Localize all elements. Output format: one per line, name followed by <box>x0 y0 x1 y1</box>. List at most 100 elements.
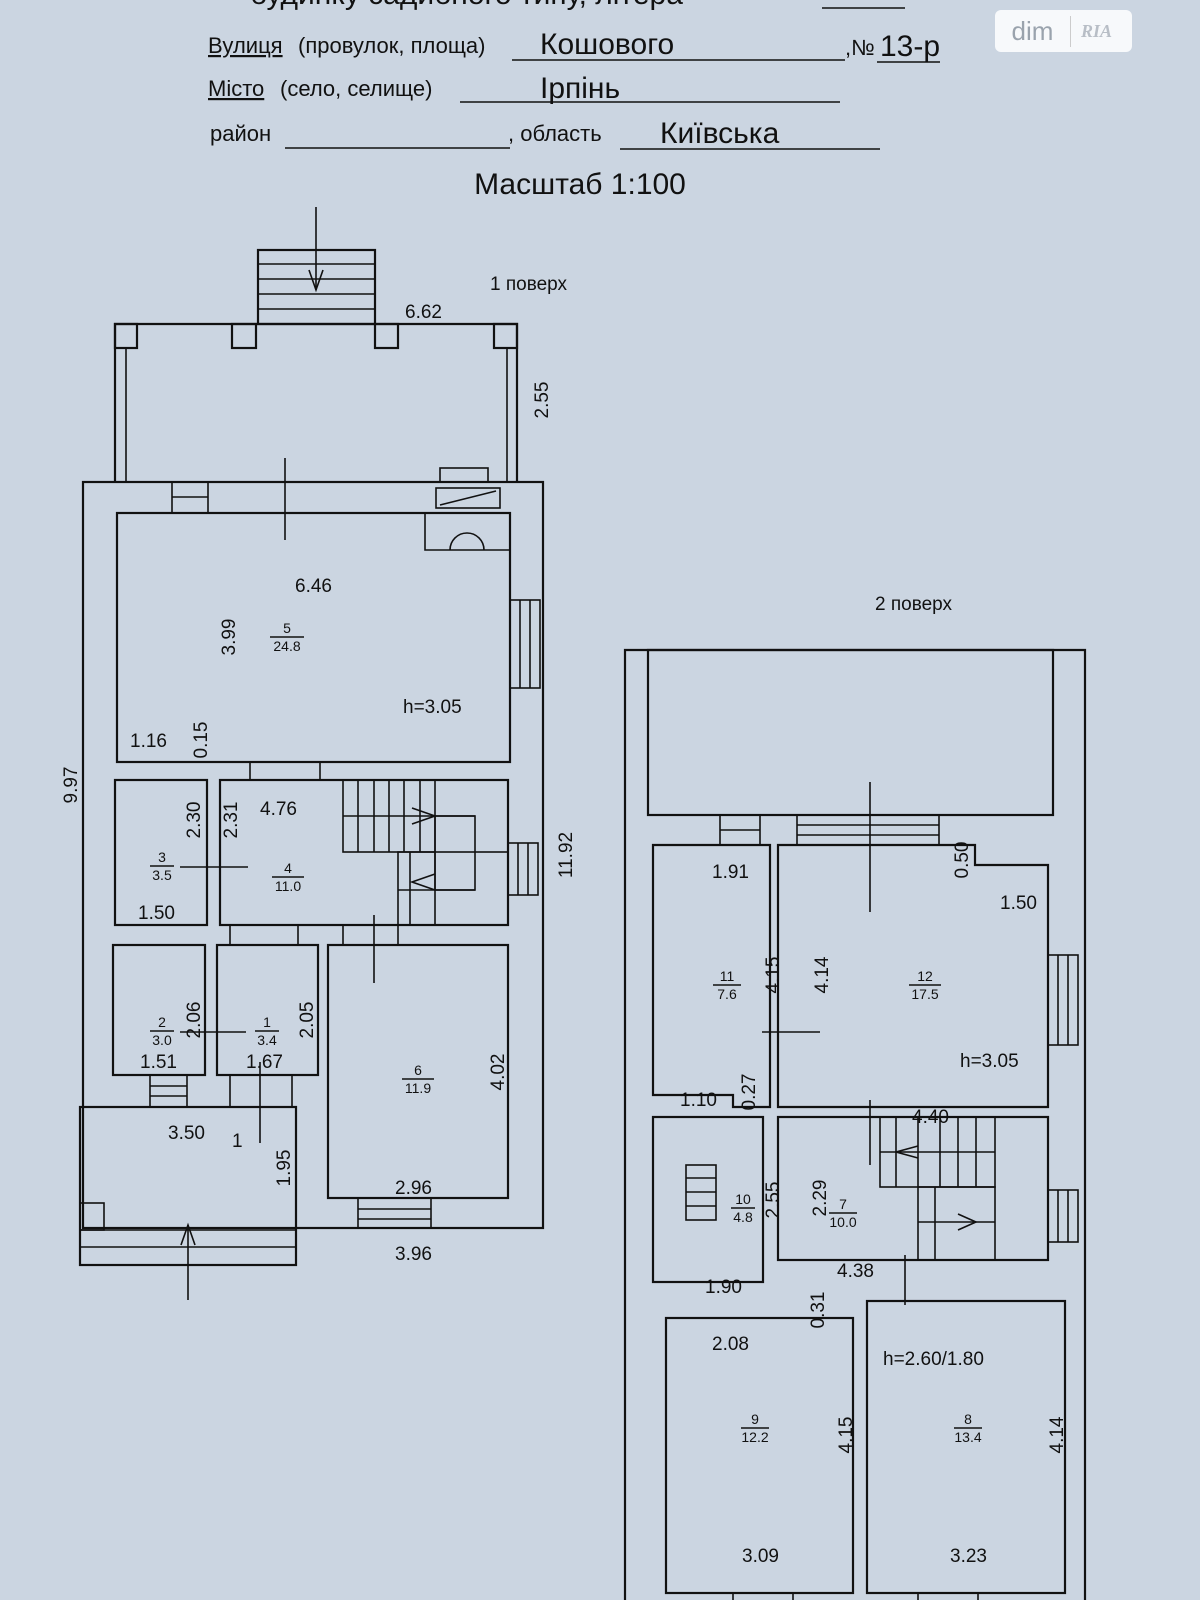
svg-text:3: 3 <box>158 849 166 865</box>
dimension: 3.23 <box>950 1546 987 1567</box>
svg-text:7.6: 7.6 <box>717 986 737 1002</box>
floor-2-label: 2 поверх <box>875 594 953 615</box>
staircase <box>342 779 509 926</box>
floor-1-plan: 1 поверх 6.62 2.55 6.46 3.99 524.8 h=3.0… <box>61 207 577 1300</box>
svg-text:9: 9 <box>751 1411 759 1427</box>
scale-label: Масштаб 1:100 <box>474 168 686 201</box>
svg-text:10.0: 10.0 <box>829 1214 856 1230</box>
svg-text:2: 2 <box>158 1014 166 1030</box>
dimension: 4.76 <box>260 799 297 820</box>
svg-text:11.9: 11.9 <box>405 1080 431 1096</box>
svg-text:17.5: 17.5 <box>911 986 938 1002</box>
dimension: 9.97 <box>61 767 82 804</box>
dimension: 2.06 <box>184 1002 205 1039</box>
dimension: 2.96 <box>395 1178 432 1199</box>
room-2-label: 23.0 <box>150 1014 174 1048</box>
ceiling-height: h=3.05 <box>960 1051 1019 1072</box>
dimension: 2.55 <box>763 1182 784 1219</box>
dimension: 1.67 <box>246 1052 283 1073</box>
city-hint: (село, селище) <box>280 76 432 101</box>
region-label: , область <box>508 121 602 146</box>
svg-text:24.8: 24.8 <box>273 638 300 654</box>
dimension: 2.55 <box>532 382 553 419</box>
street-value: Кошового <box>540 28 674 61</box>
vestibule-label: 1 <box>232 1131 243 1152</box>
entry-arrow-icon <box>180 1222 196 1300</box>
svg-text:3.5: 3.5 <box>152 867 172 883</box>
dimension: 4.14 <box>1047 1416 1068 1453</box>
dimension: 3.09 <box>742 1546 779 1567</box>
dimension: 3.96 <box>395 1244 432 1265</box>
dimension: 4.14 <box>812 956 833 993</box>
room-4-label: 411.0 <box>272 860 304 894</box>
title-partial: будинку садибного типу, літера <box>250 0 683 11</box>
room-11-label: 117.6 <box>713 968 741 1002</box>
dimension: 4.15 <box>763 957 784 994</box>
dimension: 1.95 <box>274 1150 295 1187</box>
room-6-label: 611.9 <box>402 1062 434 1096</box>
dimension: 4.15 <box>836 1417 857 1454</box>
dimension: 3.50 <box>168 1123 205 1144</box>
svg-text:7: 7 <box>839 1196 847 1212</box>
region-value: Київська <box>660 117 780 150</box>
svg-text:3.0: 3.0 <box>152 1032 172 1048</box>
dimension: 1.51 <box>140 1052 177 1073</box>
dimension: 1.16 <box>130 731 167 752</box>
watermark-brand: dim <box>995 15 1071 47</box>
svg-text:5: 5 <box>283 620 291 636</box>
svg-text:3.4: 3.4 <box>257 1032 277 1048</box>
room-5-label: 524.8 <box>270 620 304 654</box>
dimension: 2.30 <box>184 802 205 839</box>
dimension: 1.10 <box>680 1090 717 1111</box>
city-label: Місто <box>208 76 264 101</box>
svg-text:4: 4 <box>284 860 292 876</box>
room-8-label: 813.4 <box>954 1411 982 1445</box>
ceiling-height: h=2.60/1.80 <box>883 1349 984 1370</box>
svg-text:4.8: 4.8 <box>733 1209 753 1225</box>
document-header: будинку садибного типу, літера Вулиця (п… <box>208 0 940 201</box>
number-value: 13-р <box>880 30 940 63</box>
svg-text:6: 6 <box>414 1062 422 1078</box>
district-label: район <box>210 121 271 146</box>
watermark-logo: RIA <box>1081 20 1113 41</box>
number-sign: ,№ <box>845 35 875 60</box>
dimension: 2.05 <box>297 1002 318 1039</box>
svg-text:11: 11 <box>720 968 735 984</box>
room-10-label: 104.8 <box>731 1191 755 1225</box>
watermark: dim RIA <box>995 10 1132 52</box>
dimension: 1.91 <box>712 862 749 883</box>
room-9-label: 912.2 <box>741 1411 769 1445</box>
dimension: 1.50 <box>1000 893 1037 914</box>
dimension: 2.08 <box>712 1334 749 1355</box>
svg-text:10: 10 <box>735 1191 751 1207</box>
svg-text:13.4: 13.4 <box>954 1429 981 1445</box>
dimension: 0.27 <box>739 1074 760 1111</box>
svg-text:12: 12 <box>917 968 933 984</box>
floor-2-plan: 2 поверх 1.91 0.50 1.50 117.6 4.15 4.14 … <box>623 594 1087 1600</box>
dimension: 6.62 <box>405 302 442 323</box>
staircase <box>879 1116 996 1261</box>
ceiling-height: h=3.05 <box>403 697 462 718</box>
floor-1-label: 1 поверх <box>490 274 568 295</box>
street-hint: (провулок, площа) <box>298 33 486 58</box>
dimension: 3.99 <box>219 619 240 656</box>
dimension: 2.31 <box>221 802 242 839</box>
room-12-label: 12 17.5 <box>909 968 941 1002</box>
svg-text:11.0: 11.0 <box>275 878 301 894</box>
room-1-label: 13.4 <box>255 1014 279 1048</box>
dimension: 0.31 <box>808 1292 829 1329</box>
svg-text:8: 8 <box>964 1411 972 1427</box>
city-value: Ірпінь <box>540 72 620 105</box>
dimension: 0.50 <box>952 842 973 879</box>
svg-text:1: 1 <box>263 1014 271 1030</box>
room-3-label: 33.5 <box>150 849 174 883</box>
dimension: 1.50 <box>138 903 175 924</box>
street-label: Вулиця <box>208 33 283 58</box>
dimension: 1.90 <box>705 1277 742 1298</box>
dimension: 4.38 <box>837 1261 874 1282</box>
svg-text:12.2: 12.2 <box>741 1429 768 1445</box>
dimension: 0.15 <box>191 722 212 759</box>
dimension: 11.92 <box>556 832 577 878</box>
dimension: 2.29 <box>810 1180 831 1217</box>
